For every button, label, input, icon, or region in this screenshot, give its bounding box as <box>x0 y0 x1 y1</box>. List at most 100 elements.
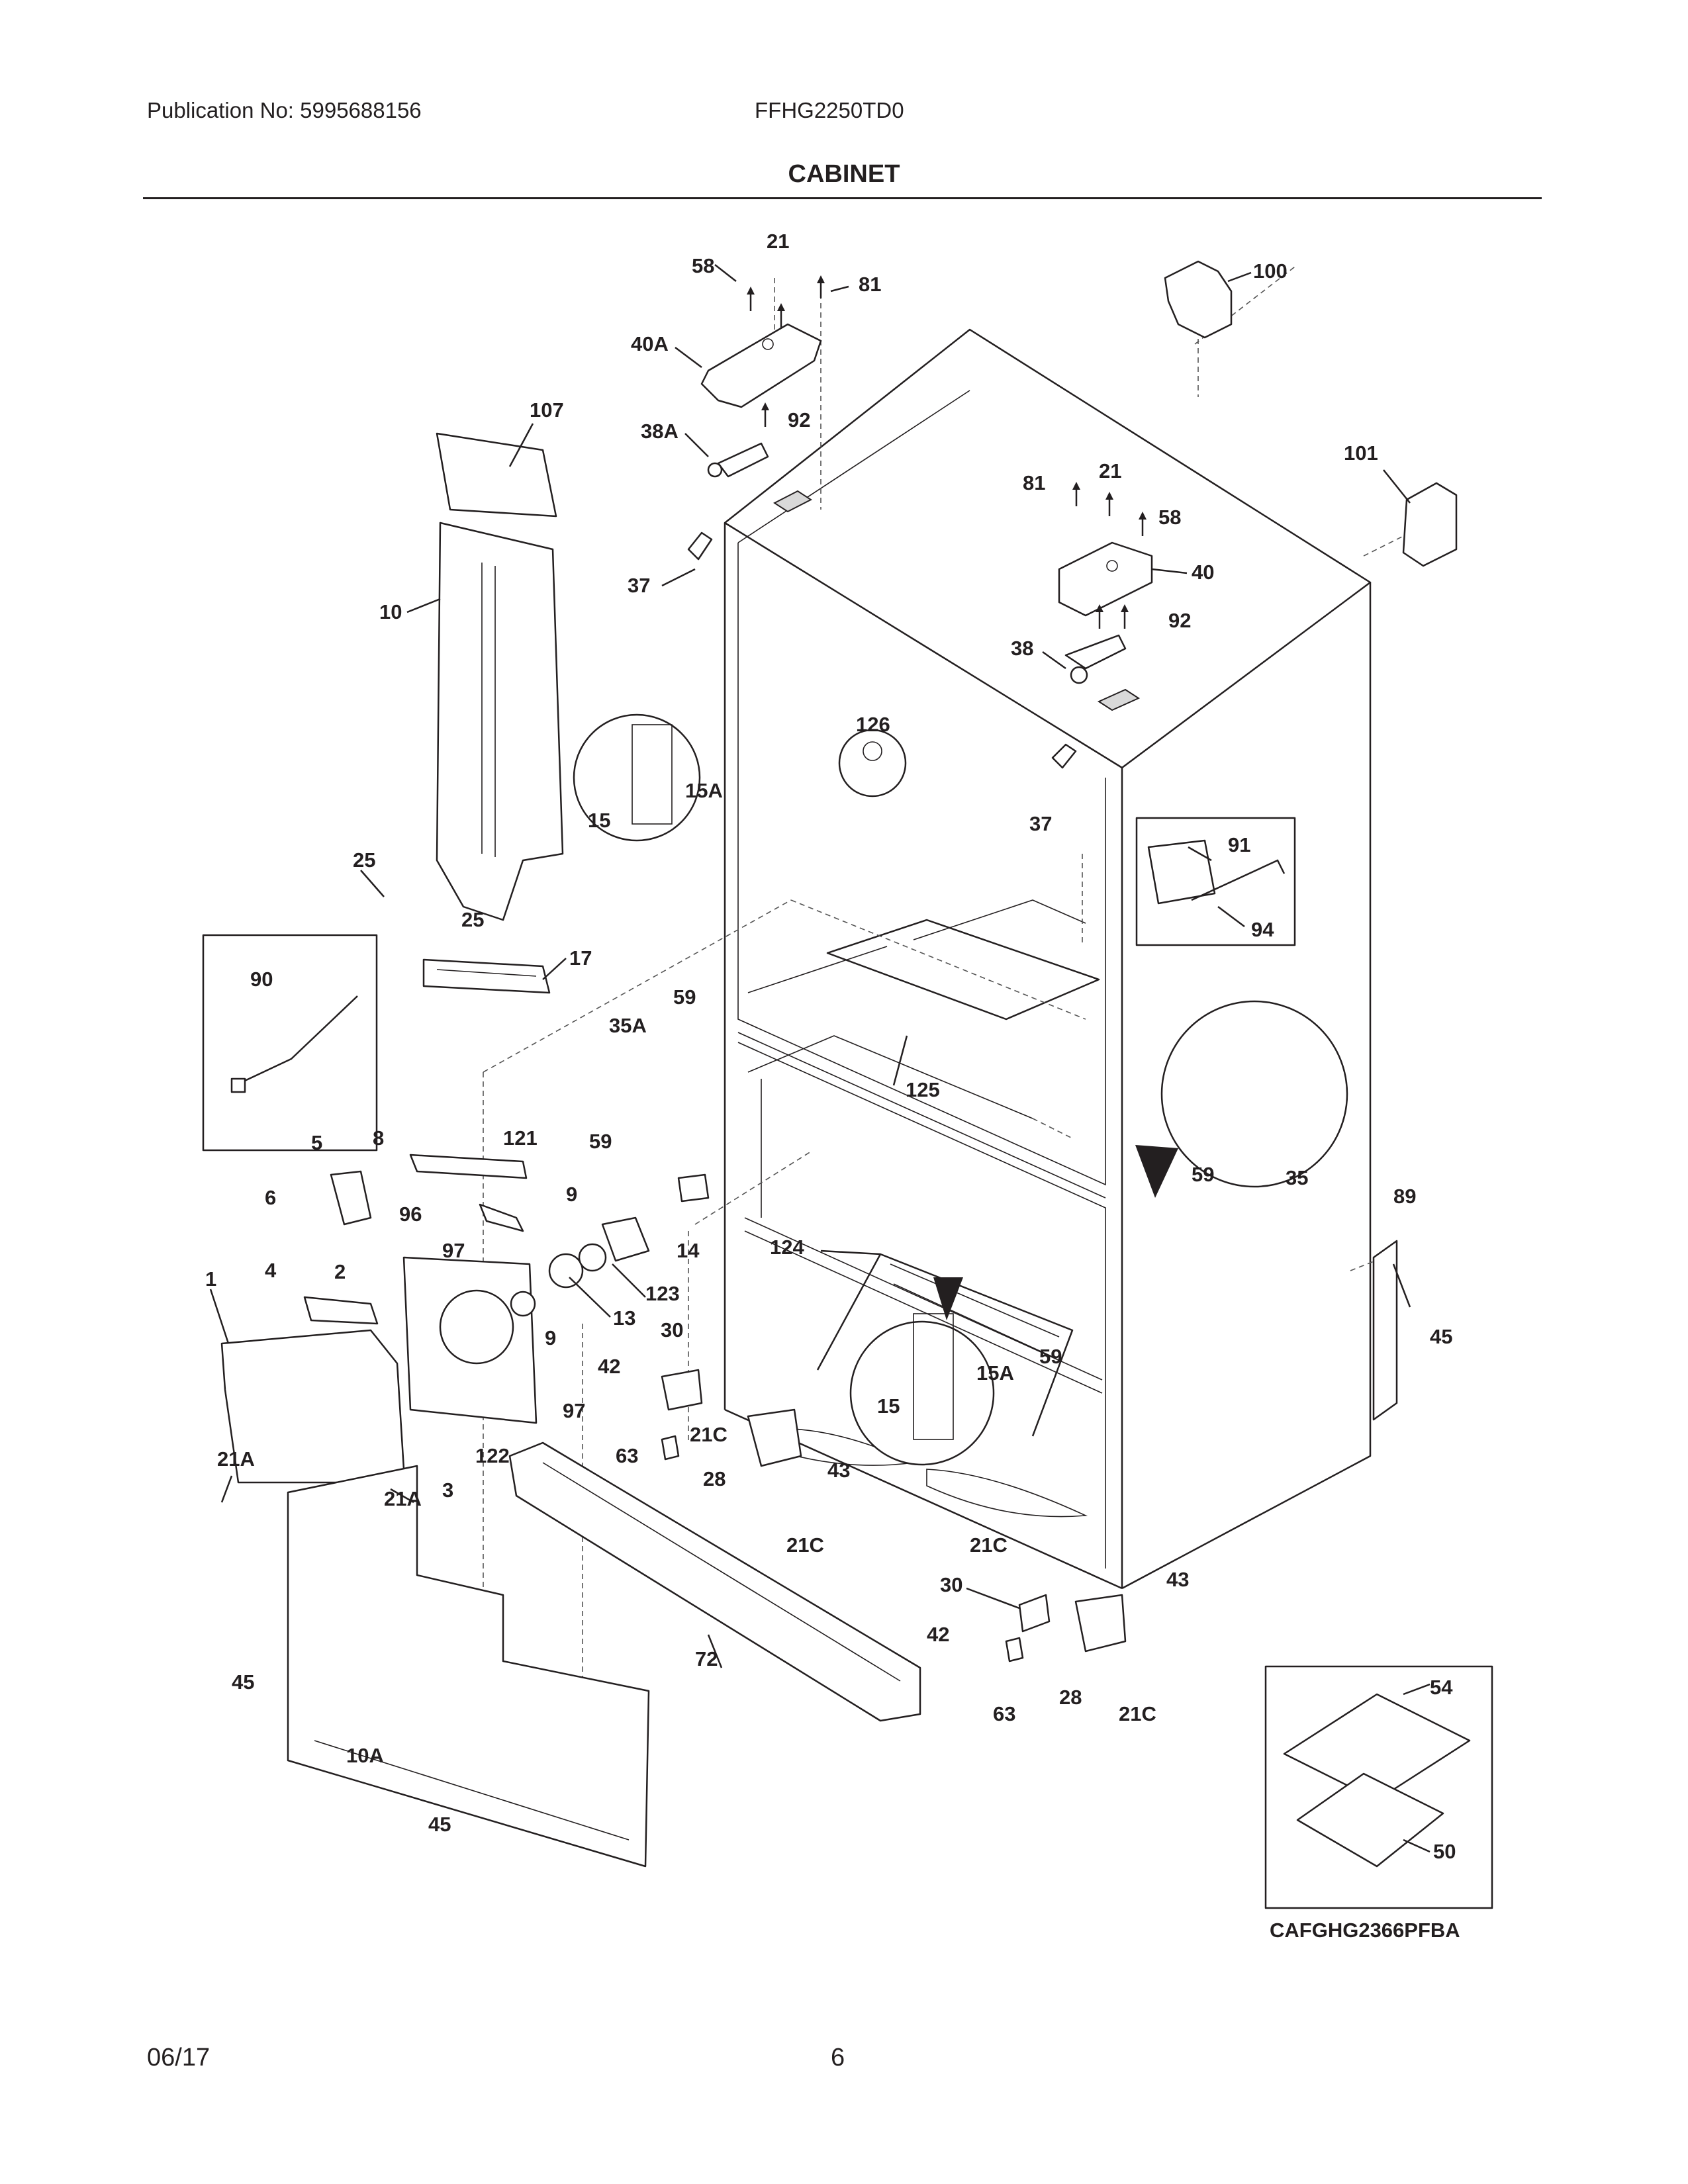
bottom-hinge-left <box>661 1369 802 1467</box>
hinge-cover-parts <box>687 260 1458 769</box>
callout-97: 97 <box>563 1399 585 1422</box>
callout-125: 125 <box>906 1078 940 1101</box>
callout-97: 97 <box>442 1239 465 1262</box>
leader-lines <box>209 264 1430 1853</box>
callout-15A: 15A <box>976 1361 1014 1385</box>
callout-15: 15 <box>588 809 610 832</box>
inset-91-94 <box>1135 817 1296 946</box>
callout-45: 45 <box>232 1670 254 1694</box>
callout-92: 92 <box>1168 609 1191 632</box>
footer-page-number: 6 <box>831 2044 845 2071</box>
callout-101: 101 <box>1344 441 1378 465</box>
callout-21C: 21C <box>1119 1702 1156 1725</box>
callout-21C: 21C <box>970 1533 1008 1557</box>
callout-9: 9 <box>545 1326 556 1349</box>
callout-14: 14 <box>677 1239 700 1262</box>
callout-25: 25 <box>461 908 484 931</box>
side-bracket-89 <box>1372 1240 1398 1421</box>
callout-37: 37 <box>628 574 650 597</box>
callout-15A: 15A <box>685 779 723 802</box>
callout-50: 50 <box>1433 1840 1456 1863</box>
bottom-hinge-right <box>1005 1594 1127 1662</box>
detail-circles <box>573 713 1348 1466</box>
callout-3: 3 <box>442 1479 453 1502</box>
callout-45: 45 <box>1430 1325 1452 1348</box>
callout-59: 59 <box>1192 1163 1214 1186</box>
callout-9: 9 <box>566 1183 577 1206</box>
callout-90: 90 <box>250 968 273 991</box>
evaporator-fan-assembly <box>220 1154 710 1484</box>
callout-15: 15 <box>877 1394 900 1418</box>
toe-grille-72 <box>508 1441 921 1722</box>
callout-labels: 21 58 81 40A 92 38A 37 107 10 100 101 81… <box>205 230 1460 1942</box>
model-number: FFHG2250TD0 <box>755 98 904 122</box>
air-duct-assembly <box>422 432 564 994</box>
footer-date: 06/17 <box>147 2044 211 2071</box>
callout-45: 45 <box>428 1813 451 1836</box>
inset-ice-maker <box>1264 1665 1493 1909</box>
callout-30: 30 <box>661 1318 683 1342</box>
callout-38A: 38A <box>641 420 679 443</box>
callout-94: 94 <box>1251 918 1274 941</box>
kick-plate-10A <box>287 1465 650 1868</box>
publication-number: Publication No: 5995688156 <box>147 98 422 122</box>
callout-42: 42 <box>598 1355 620 1378</box>
callout-63: 63 <box>616 1444 638 1467</box>
callout-21A: 21A <box>217 1447 255 1471</box>
callout-10: 10 <box>379 600 402 623</box>
callout-54: 54 <box>1430 1676 1453 1699</box>
callout-42: 42 <box>927 1623 949 1646</box>
callout-2: 2 <box>334 1260 346 1283</box>
callout-126: 126 <box>856 713 890 736</box>
callout-35A: 35A <box>609 1014 647 1037</box>
callout-30: 30 <box>940 1573 962 1596</box>
callout-40A: 40A <box>631 332 669 355</box>
callout-43: 43 <box>827 1459 850 1482</box>
callout-21: 21 <box>1099 459 1121 482</box>
callout-35: 35 <box>1286 1166 1308 1189</box>
callout-63: 63 <box>993 1702 1015 1725</box>
callout-28: 28 <box>1059 1686 1082 1709</box>
callout-123: 123 <box>645 1282 680 1305</box>
callout-89: 89 <box>1393 1185 1416 1208</box>
callout-107: 107 <box>530 398 564 422</box>
right-top-hinge-assembly <box>1058 482 1153 684</box>
callout-81: 81 <box>859 273 881 296</box>
callout-58: 58 <box>692 254 714 277</box>
callout-37: 37 <box>1029 812 1052 835</box>
callout-91: 91 <box>1228 833 1250 856</box>
callout-59: 59 <box>1039 1345 1062 1368</box>
inset-caption: CAFGHG2366PFBA <box>1270 1919 1460 1942</box>
callout-13: 13 <box>613 1306 635 1330</box>
callout-58: 58 <box>1158 506 1181 529</box>
callout-25: 25 <box>353 848 375 872</box>
callout-43: 43 <box>1166 1568 1189 1591</box>
callout-1: 1 <box>205 1267 216 1291</box>
callout-21A: 21A <box>384 1487 422 1510</box>
callout-96: 96 <box>399 1203 422 1226</box>
callout-124: 124 <box>770 1236 804 1259</box>
page-title: CABINET <box>788 160 900 188</box>
callout-21C: 21C <box>786 1533 824 1557</box>
callout-10A: 10A <box>346 1744 384 1767</box>
callout-21: 21 <box>767 230 789 253</box>
callout-92: 92 <box>788 408 810 432</box>
callout-5: 5 <box>311 1131 322 1154</box>
left-top-hinge-assembly <box>700 275 825 478</box>
callout-6: 6 <box>265 1186 276 1209</box>
cabinet-body <box>724 328 1372 1590</box>
callout-59: 59 <box>589 1130 612 1153</box>
header-rule <box>143 197 1542 199</box>
callout-40: 40 <box>1192 561 1214 584</box>
callout-17: 17 <box>569 946 592 970</box>
callout-4: 4 <box>265 1259 277 1282</box>
callout-28: 28 <box>703 1467 726 1490</box>
callout-21C: 21C <box>690 1423 727 1446</box>
callout-81: 81 <box>1023 471 1045 494</box>
callout-8: 8 <box>373 1126 384 1150</box>
callout-38: 38 <box>1011 637 1033 660</box>
inset-90 <box>202 934 378 1152</box>
callout-122: 122 <box>475 1444 510 1467</box>
callout-121: 121 <box>503 1126 538 1150</box>
